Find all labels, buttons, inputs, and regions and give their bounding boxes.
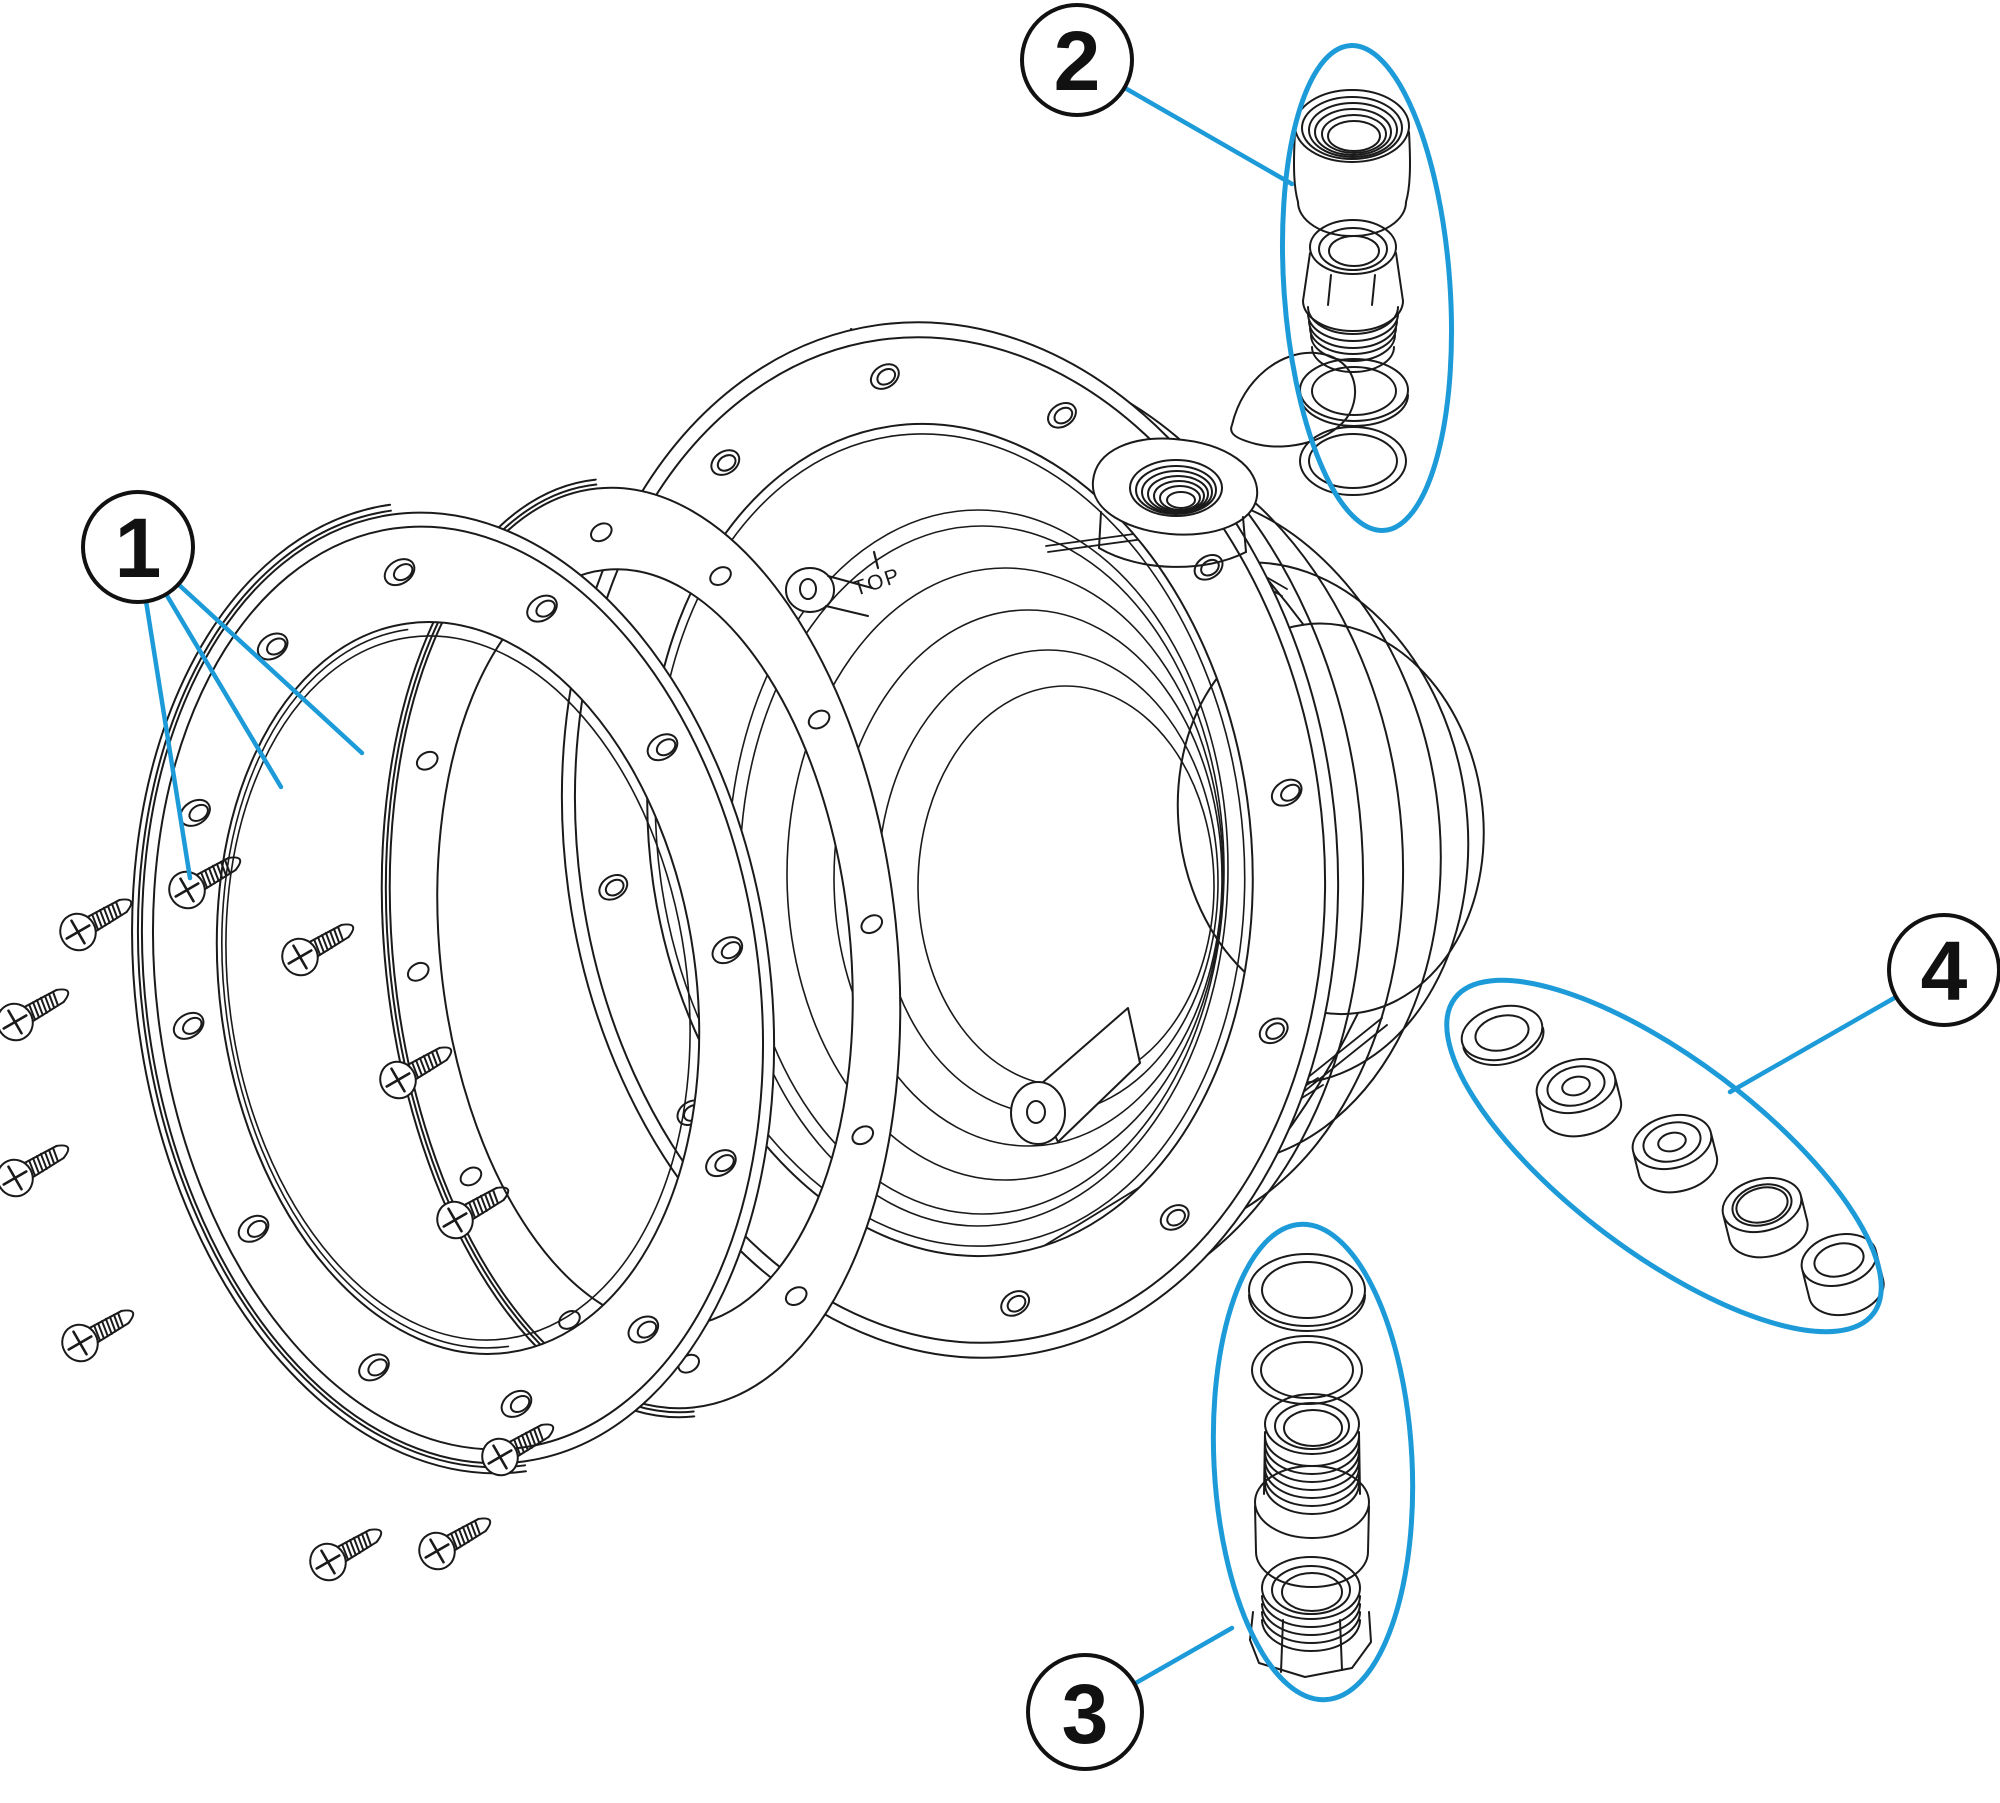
group-ellipse-2 xyxy=(1279,43,1455,533)
screw xyxy=(0,974,79,1049)
callout-4: 4 xyxy=(1887,913,2000,1027)
callout-1-label: 1 xyxy=(115,501,162,595)
niche-body: TOP xyxy=(560,321,1485,1359)
screw xyxy=(302,1514,392,1589)
screw xyxy=(52,884,142,959)
leader-line-callout-4 xyxy=(1727,994,1899,1095)
flat-washer xyxy=(1248,1253,1366,1332)
screw xyxy=(411,1503,501,1578)
mounting-ear-top xyxy=(785,567,873,617)
callout-1: 1 xyxy=(81,490,195,604)
screw xyxy=(274,909,364,984)
grommet-small-2 xyxy=(1631,1113,1719,1194)
group-ellipse-4 xyxy=(1444,977,1884,1335)
leader-line xyxy=(175,581,365,756)
grommet-small-1 xyxy=(1535,1057,1623,1138)
leader-line-callout-2 xyxy=(1122,85,1295,187)
threaded-adapter xyxy=(1254,1393,1370,1588)
callouts: 1 2 3 4 xyxy=(81,3,2000,1771)
gland-o-ring xyxy=(1299,426,1407,496)
screw xyxy=(0,1130,79,1205)
callout-4-label: 4 xyxy=(1921,924,1968,1018)
hex-nut xyxy=(1249,1556,1372,1678)
top-conduit-port xyxy=(1091,437,1259,568)
conduit-fitting-group xyxy=(1293,89,1411,496)
wall-conduit-group xyxy=(1248,1253,1372,1678)
cable-gland xyxy=(1302,219,1404,373)
callout-2-label: 2 xyxy=(1054,14,1101,108)
group-ellipse-3 xyxy=(1210,1221,1416,1703)
fixing-ring xyxy=(131,503,776,1475)
leader-line-callout-3 xyxy=(1131,1625,1235,1687)
leader-lines-callout-1 xyxy=(143,581,365,881)
screw xyxy=(54,1295,144,1370)
callout-2: 2 xyxy=(1020,3,1134,117)
callout-3: 3 xyxy=(1026,1653,1144,1771)
body-flange xyxy=(560,321,1340,1359)
callout-3-label: 3 xyxy=(1062,1667,1109,1761)
threaded-cap xyxy=(1293,89,1411,237)
grommet-set xyxy=(1460,1004,1885,1317)
grommet-washer xyxy=(1460,1004,1545,1066)
leader-line xyxy=(163,591,284,790)
grommet-large-1 xyxy=(1721,1176,1809,1259)
leader-line xyxy=(143,598,193,881)
body-top-tab xyxy=(1230,351,1357,448)
mounting-bracket-bottom xyxy=(1010,1007,1141,1145)
